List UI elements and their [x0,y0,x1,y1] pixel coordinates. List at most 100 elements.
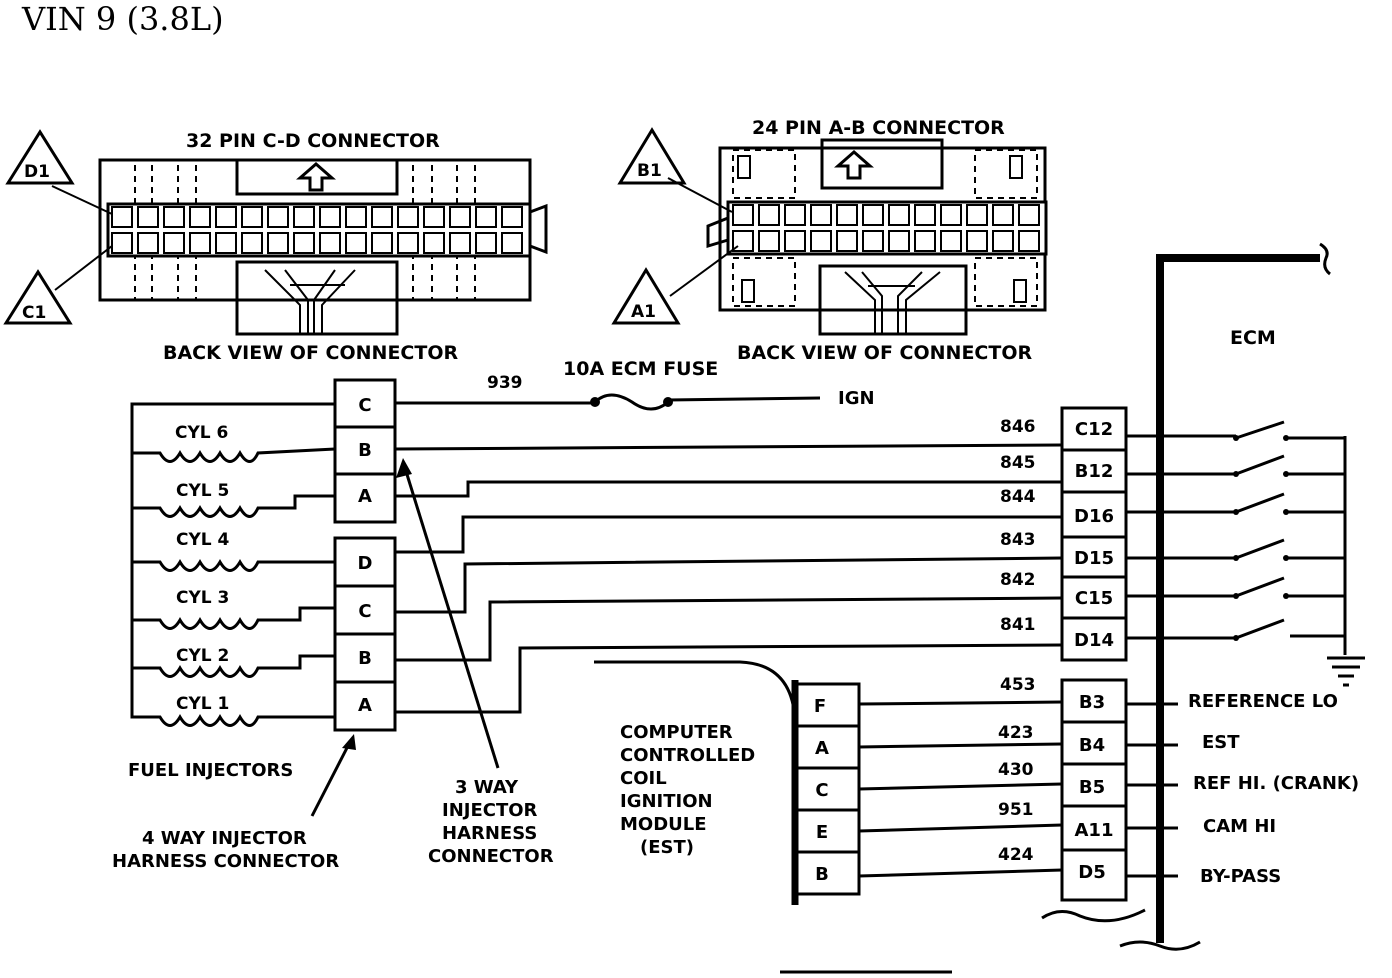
ecm-func-est: EST [1202,732,1240,753]
harness-4way-pin-d: D [358,553,373,574]
fuel-injectors-caption: FUEL INJECTORS [128,760,293,781]
harness-3way-pin-a: A [358,486,372,507]
switch-contact [1283,555,1289,561]
wire-424 [858,868,1063,878]
ignition-module: F A C E B COMPUTER CONTROLLED COIL IGNIT… [594,660,861,905]
harness-4way-caption-1: 4 WAY INJECTOR [142,828,307,849]
cyl1-label: CYL 1 [176,694,229,714]
ecm-ignition-pin-block [1060,678,1128,902]
pin-b1-marker [617,127,687,185]
pin-a1-pointer [669,245,739,297]
arrow-up-icon [834,150,874,180]
pin-d1-marker [5,129,75,185]
driver-switch-icon [1235,576,1345,598]
module-caption-4: IGNITION [620,791,713,812]
module-caption-3: COIL [620,768,667,789]
cyl6-label: CYL 6 [175,423,228,443]
ecm-pin-d16: D16 [1074,506,1114,527]
arrow-head-icon [396,458,412,478]
ecm-boundary [1156,254,1320,943]
wire-number-845: 845 [1000,453,1036,473]
arrow-up-icon [296,162,336,192]
harness-4way-pin-c: C [358,601,371,622]
injector-coil-cyl6 [150,447,336,463]
driver-switch-icon [1235,454,1345,476]
pin-a1-marker [611,267,681,325]
switch-contact [1233,635,1239,641]
wire-number-951: 951 [998,800,1034,820]
harness-3way-caption-2: INJECTOR [442,800,538,821]
connector-cd-caption: BACK VIEW OF CONNECTOR [163,342,458,364]
wire-453 [858,700,1063,706]
ecm-func-cam-hi: CAM HI [1203,816,1276,837]
ecm-break-mark [1319,242,1331,276]
cyl2-label: CYL 2 [176,646,229,666]
ecm-func-reference-lo: REFERENCE LO [1188,691,1338,712]
connector-cd: 32 PIN C-D CONNECTOR [3,129,548,364]
ecm-injector-drivers [1126,420,1365,687]
harness-3way-caption-4: CONNECTOR [428,846,554,867]
cyl4-label: CYL 4 [176,530,230,550]
wire-841 [395,643,1063,714]
connector-ab-corner-br [974,257,1038,307]
wire-number-424: 424 [998,845,1034,865]
ecm-break-mark [1119,940,1201,951]
wire-430 [858,782,1063,791]
connector-ab-corner-tl [732,149,796,199]
harness-3way-pointer [403,467,500,769]
fuel-injectors: CYL 6 CYL 5 CYL 4 CYL 3 CYL 2 CYL 1 FUEL… [128,402,336,781]
module-pin-b: B [815,864,829,885]
connector-ab-title: 24 PIN A-B CONNECTOR [752,117,1005,139]
wire-number-430: 430 [998,760,1034,780]
module-caption-5: MODULE [620,814,707,835]
wire-ign [667,396,821,402]
ignition-wires: 453 423 430 951 424 [858,675,1063,878]
ecm-ignition-pins: B3 B4 B5 A11 D5 REFERENCE LO EST REF HI.… [1060,678,1359,902]
module-caption-2: CONTROLLED [620,745,755,766]
ecm-pin-d14: D14 [1074,630,1114,651]
arrow-head-icon [342,734,356,750]
ecm-pin-b5: B5 [1079,777,1105,798]
switch-contact [1283,509,1289,515]
wire-number-842: 842 [1000,570,1036,590]
ecm-pin-c12: C12 [1075,419,1113,440]
fuse-wire-number: 939 [487,373,523,393]
connector-ab-latch [820,138,944,190]
wire-844 [395,515,1062,554]
connector-ab-key [741,279,755,303]
ecm-func-ref-hi-crank: REF HI. (CRANK) [1193,773,1359,794]
ecm-pin-d5: D5 [1078,862,1105,883]
pin-a1-label: A1 [631,302,656,322]
switch-contact [1233,471,1239,477]
module-pin-a: A [815,738,829,759]
wire-number-843: 843 [1000,530,1036,550]
switch-contact [1233,555,1239,561]
ecm-injector-pin-block [1060,406,1128,662]
switch-contact [1283,593,1289,599]
ecm-pin-d15: D15 [1074,548,1114,569]
connector-break-mark [1041,908,1146,923]
wire-843 [395,556,1063,614]
wire-842 [395,596,1063,662]
wire-number-423: 423 [998,723,1034,743]
switch-contact [1233,509,1239,515]
ecm-pin-b4: B4 [1079,735,1105,756]
injector-coil-cyl5 [150,494,335,518]
ecm-injector-pins: C12 B12 D16 D15 C15 D14 [1060,406,1128,662]
cyl5-label: CYL 5 [176,481,229,501]
fuse-circuit: 10A ECM FUSE 939 IGN [395,358,875,411]
pin-c1-label: C1 [22,303,46,323]
ecm-pin-b12: B12 [1075,461,1114,482]
wire-846 [394,443,1063,451]
switch-contact [1233,435,1239,441]
wire-number-846: 846 [1000,417,1036,437]
ecm-pin-c15: C15 [1075,588,1113,609]
ecm-pin-a11: A11 [1075,820,1114,841]
module-caption-6: (EST) [640,837,694,858]
driver-switch-icon [1235,420,1345,440]
driver-switch-icon [1235,492,1345,514]
connector-cd-pins [111,206,523,254]
harness-4way-pin-a: A [358,695,372,716]
pin-b1-pointer [667,177,733,213]
